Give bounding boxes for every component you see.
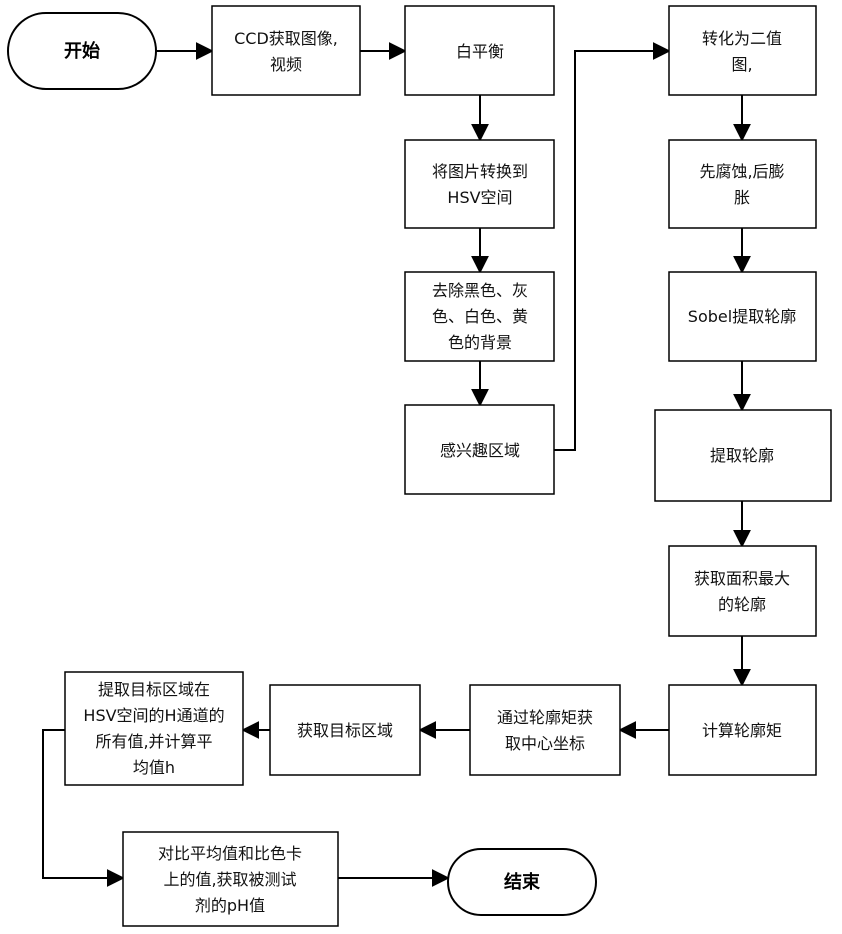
- to-hsv-line: 将图片转换到: [432, 162, 528, 181]
- process-to-hsv: 将图片转换到 HSV空间: [405, 140, 554, 228]
- h-values-line: 所有值,并计算平: [95, 732, 212, 751]
- process-compare-color-card: 对比平均值和比色卡上的值,获取被测试剂的pH值: [123, 832, 338, 926]
- max-contour-line: 的轮廓: [718, 595, 766, 614]
- roi-line: 感兴趣区域: [440, 441, 520, 460]
- process-morphology: 先腐蚀,后膨胀: [669, 140, 816, 228]
- start-line: 开始: [64, 40, 100, 62]
- end-line: 结束: [504, 871, 541, 893]
- process-extract-contour: 提取轮廓: [655, 410, 831, 501]
- moments-label: 计算轮廓矩: [702, 721, 782, 740]
- process-max-contour: 获取面积最大的轮廓: [669, 546, 816, 636]
- process-h-channel-average: 提取目标区域在 HSV空间的H通道的所有值,并计算平均值h: [65, 672, 243, 785]
- compare-line: 上的值,获取被测试: [163, 870, 296, 889]
- remove-bg-line: 色的背景: [448, 333, 512, 352]
- target-region-line: 获取目标区域: [297, 721, 393, 740]
- compare-line: 剂的pH值: [195, 896, 265, 915]
- remove-bg-line: 色、白色、黄: [432, 307, 528, 326]
- compare-line: 对比平均值和比色卡: [158, 844, 302, 863]
- process-center-coordinates: 通过轮廓矩获取中心坐标: [470, 685, 620, 775]
- end-label: 结束: [504, 871, 541, 893]
- moments-line: 计算轮廓矩: [702, 721, 782, 740]
- process-white-balance: 白平衡: [405, 6, 554, 95]
- start-terminator: 开始: [8, 13, 156, 89]
- roi-label: 感兴趣区域: [440, 441, 520, 460]
- white-balance-line: 白平衡: [456, 42, 504, 61]
- process-target-region: 获取目标区域: [270, 685, 420, 775]
- max-contour-line: 获取面积最大: [694, 569, 790, 588]
- to-hsv-line: HSV空间: [447, 188, 512, 207]
- center-line: 取中心坐标: [505, 734, 585, 753]
- h-values-line: HSV空间的H通道的: [83, 706, 224, 725]
- h-values-line: 均值h: [133, 758, 175, 777]
- arrow-roi-to-binarize: [554, 51, 669, 450]
- process-remove-background: 去除黑色、灰色、白色、黄色的背景: [405, 272, 554, 361]
- binarize-line: 图,: [731, 55, 752, 74]
- morph-line: 先腐蚀,后膨: [699, 162, 784, 181]
- process-binarize: 转化为二值图,: [669, 6, 816, 95]
- extract-contour-label: 提取轮廓: [710, 446, 774, 465]
- morph-line: 胀: [734, 188, 750, 207]
- process-roi: 感兴趣区域: [405, 405, 554, 494]
- center-line: 通过轮廓矩获: [497, 708, 593, 727]
- start-label: 开始: [64, 40, 100, 62]
- h-values-line: 提取目标区域在: [98, 680, 210, 699]
- capture-line: CCD获取图像,: [234, 29, 338, 48]
- remove-bg-line: 去除黑色、灰: [432, 281, 528, 300]
- process-sobel: Sobel提取轮廓: [669, 272, 816, 361]
- target-region-label: 获取目标区域: [297, 721, 393, 740]
- process-capture: CCD获取图像, 视频: [212, 6, 360, 95]
- end-terminator: 结束: [448, 849, 596, 915]
- binarize-line: 转化为二值: [702, 29, 782, 48]
- capture-line: 视频: [270, 55, 302, 74]
- sobel-line: Sobel提取轮廓: [688, 307, 796, 326]
- process-contour-moments: 计算轮廓矩: [669, 685, 816, 775]
- white-balance-label: 白平衡: [456, 42, 504, 61]
- sobel-label: Sobel提取轮廓: [688, 307, 796, 326]
- extract-contour-line: 提取轮廓: [710, 446, 774, 465]
